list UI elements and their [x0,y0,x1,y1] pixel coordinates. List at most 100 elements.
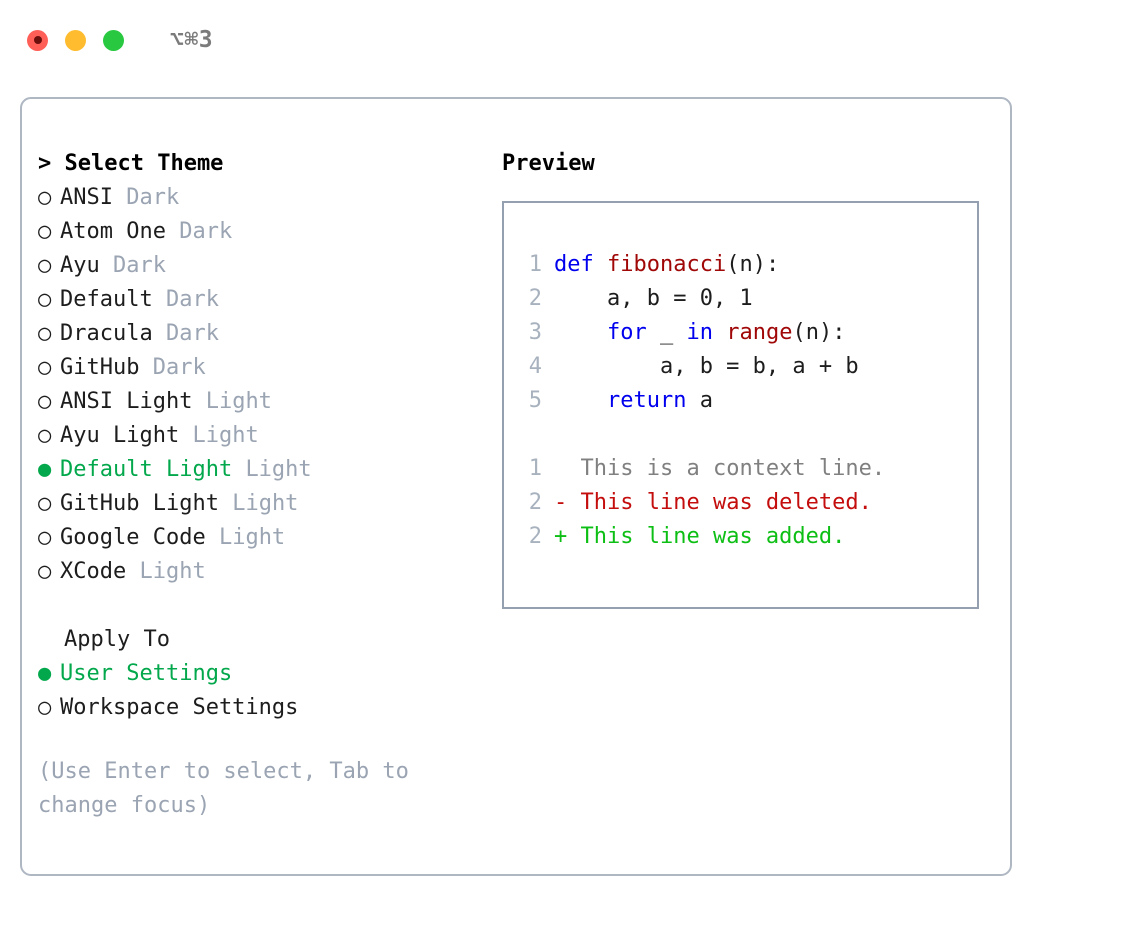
code-token [713,320,726,345]
line-number: 2 [528,524,542,549]
radio-unselected-icon: ○ [38,321,52,346]
window-controls [27,29,124,51]
shortcut-label: ⌥⌘3 [170,27,214,53]
theme-variant-tag: Light [218,525,286,550]
theme-list-item[interactable]: ○GitHub Dark [38,351,478,385]
theme-list-item[interactable]: ○GitHub Light Light [38,487,478,521]
code-diff-separator [516,418,977,452]
theme-name: Ayu Light [60,423,180,448]
diff-text: This line was deleted. [580,490,872,515]
theme-name: Default [60,287,153,312]
code-token: in [686,320,713,345]
theme-name: Atom One [60,219,166,244]
theme-variant-tag: Dark [179,219,233,244]
code-line: 4 a, b = b, a + b [516,350,977,384]
code-token: (n): [792,320,846,345]
theme-variant-tag: Light [139,559,206,584]
theme-list-item[interactable]: ● Default Light Light [38,453,478,487]
theme-variant-tag: Dark [165,321,219,346]
radio-unselected-icon: ○ [38,185,52,210]
spacer [232,457,245,482]
radio-unselected-icon: ○ [38,389,52,414]
spacer [126,559,139,584]
theme-variant-tag: Dark [113,253,166,278]
code-token: for [606,320,647,345]
code-token: a, b = b, a + b [554,354,859,379]
code-token: range [726,320,793,345]
theme-list-item[interactable]: ○ Dracula Dark [38,317,478,351]
code-token: def [554,252,594,277]
spacer [139,355,152,380]
code-token: (n): [726,252,780,277]
apply-to-list[interactable]: ● User Settings ○ Workspace Settings [38,657,478,725]
radio-selected-icon: ● [38,457,52,482]
theme-name: XCode [60,559,127,584]
close-button[interactable] [27,29,48,51]
theme-list-item[interactable]: ○ XCode Light [38,555,478,589]
code-token [554,320,607,345]
theme-variant-tag: Light [245,457,312,482]
theme-variant-tag: Light [192,423,259,448]
radio-unselected-icon: ○ [38,253,52,278]
theme-list-item[interactable]: ○Ayu Dark [38,249,478,283]
theme-variant-tag: Dark [126,185,180,210]
theme-picker-panel: > Select Theme ○ANSI Dark○Atom One Dark○… [20,97,1012,876]
code-token [554,388,607,413]
line-number: 1 [528,252,542,277]
code-token [594,252,607,277]
diff-marker: - [554,490,581,515]
preview-heading: Preview [502,151,595,176]
apply-to-label: User Settings [60,661,233,686]
theme-list-item[interactable]: ○ ANSI Light Light [38,385,478,419]
spacer [206,525,219,550]
radio-unselected-icon: ○ [38,525,52,550]
keyboard-hint: (Use Enter to select, Tab to change focu… [38,759,409,818]
code-token: a [686,388,713,413]
spacer [113,185,126,210]
theme-variant-tag: Light [205,389,272,414]
theme-name: Default Light [60,457,233,482]
minimize-button[interactable] [65,29,86,51]
theme-list-item[interactable]: ○ANSI Dark [38,181,478,215]
theme-list-item[interactable]: ○Default Dark [38,283,478,317]
line-number: 2 [528,490,542,515]
theme-name: Dracula [60,321,153,346]
spacer [100,253,113,278]
radio-unselected-icon: ○ [38,491,52,516]
code-token: _ [646,320,687,345]
theme-list[interactable]: ○ANSI Dark○Atom One Dark○Ayu Dark○Defaul… [38,181,478,589]
line-number: 3 [528,320,542,345]
list-spacer [38,589,478,623]
theme-list-item[interactable]: ○Google Code Light [38,521,478,555]
theme-variant-tag: Dark [165,287,219,312]
radio-unselected-icon: ○ [38,559,52,584]
apply-to-item[interactable]: ● User Settings [38,657,478,691]
title-bar: ⌥⌘3 [0,0,1140,80]
theme-name: GitHub Light [60,491,219,516]
theme-list-item[interactable]: ○Atom One Dark [38,215,478,249]
theme-selection-column: > Select Theme ○ANSI Dark○Atom One Dark○… [38,147,478,823]
maximize-button[interactable] [103,29,124,51]
code-line: 2 a, b = 0, 1 [516,282,977,316]
spacer [153,321,166,346]
diff-line: 2- This line was deleted. [516,486,977,520]
radio-unselected-icon: ○ [38,695,52,720]
diff-line: 1 This is a context line. [516,452,977,486]
code-token: a, b = 0, 1 [554,286,753,311]
apply-to-item[interactable]: ○ Workspace Settings [38,691,478,725]
radio-unselected-icon: ○ [38,355,52,380]
spacer [192,389,205,414]
code-line: 5 return a [516,384,977,418]
apply-to-heading: Apply To [64,627,170,652]
apply-to-label: Workspace Settings [60,695,299,720]
line-number: 2 [528,286,542,311]
diff-marker [554,456,581,481]
radio-selected-icon: ● [38,661,52,686]
theme-name: ANSI Light [60,389,193,414]
diff-text: This is a context line. [580,456,886,481]
theme-list-item[interactable]: ○Ayu Light Light [38,419,478,453]
